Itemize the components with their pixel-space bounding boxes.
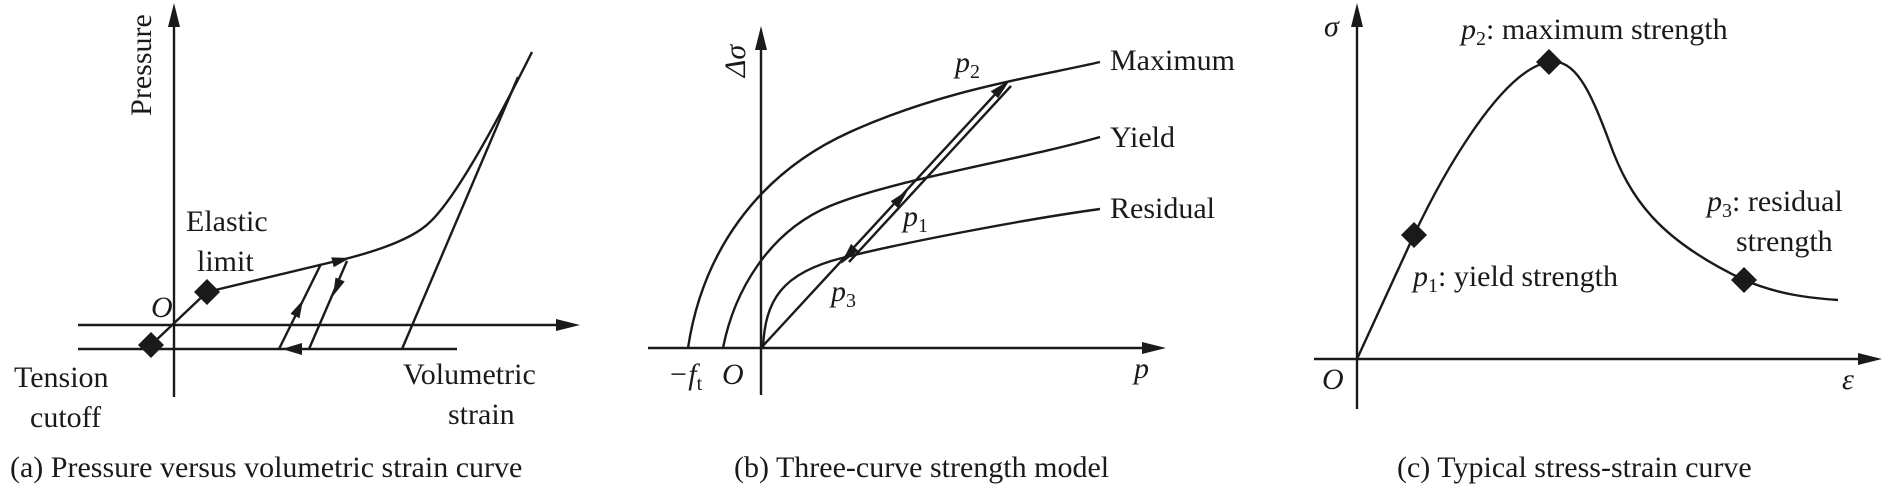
origin-label: O [151,291,173,324]
p3-label: p3: residual [1705,185,1843,222]
arrow-down-icon [333,277,345,296]
p1-label: p1: yield strength [1411,260,1618,297]
tensile-strength-label: −ft [668,358,703,395]
arrow-at-p1-icon [890,190,908,209]
p2-marker [1536,49,1562,75]
p1-symbol: p [901,200,918,233]
panel-a-pressure-volumetric-strain: Pressure O Elastic limit Tension cutoff … [10,3,580,484]
x-axis-arrow-icon [556,319,580,331]
y-axis-label: σ [1324,10,1340,43]
caption-b: (b) Three-curve strength model [734,451,1109,484]
p3-marker [1731,267,1757,293]
y-axis-arrow-icon [755,26,767,50]
p3-label-line2: strength [1736,225,1833,258]
x-axis-arrow-icon [1858,353,1882,365]
p2-label: p2 [953,46,980,83]
p2-symbol: p [1459,13,1476,46]
p2-symbol: p [953,46,970,79]
y-axis-arrow-icon [168,3,180,27]
origin-label: O [722,358,744,391]
elastic-label-line2: limit [197,245,254,278]
tension-cutoff-marker [138,332,164,358]
p2-subscript: 2 [970,61,980,83]
yield-label: Yield [1110,121,1175,154]
p3-subscript: 3 [1722,200,1732,222]
loading-path-line [760,88,1001,349]
residual-curve [761,207,1101,349]
maximum-label: Maximum [1110,44,1235,77]
tension-label-line2: cutoff [30,401,101,434]
p2-label: p2: maximum strength [1459,13,1728,50]
caption-c: (c) Typical stress-strain curve [1397,451,1752,484]
p1-marker [1401,222,1427,248]
ft-subscript: t [697,373,703,395]
elastic-segment [150,291,208,346]
y-axis-label: Pressure [125,14,158,116]
p1-subscript: 1 [918,215,928,237]
panel-c-stress-strain-curve: σ ε O p2: maximum strength p1: yield str… [1314,3,1882,484]
softening-path-line [848,85,1012,263]
caption-a: (a) Pressure versus volumetric strain cu… [10,451,522,484]
unloading-line [400,76,520,350]
x-axis-label-line1: Volumetric [403,358,536,391]
p2-subscript: 2 [1476,28,1486,50]
elastic-label-line1: Elastic [186,205,268,238]
p1-subscript: 1 [1428,275,1438,297]
origin-label: O [1322,363,1344,396]
elastic-limit-marker [194,279,220,305]
y-axis-label: Δσ [719,44,752,79]
arrow-to-p3-icon [841,243,859,264]
unload-line [307,260,349,350]
maximum-curve [686,60,1101,349]
x-axis-arrow-icon [1142,342,1166,354]
x-axis-label: p [1132,352,1149,385]
residual-label: Residual [1110,192,1215,225]
p3-description: : residual [1732,185,1843,218]
x-axis-label: ε [1842,363,1854,396]
p1-description: : yield strength [1438,260,1618,293]
p3-subscript: 3 [846,290,856,312]
arrow-up-icon [290,300,303,319]
ft-prefix: −f [668,358,700,391]
p1-symbol: p [1411,260,1428,293]
x-axis-label-line2: strain [448,398,515,431]
arrow-to-p2-icon [990,80,1010,99]
yield-curve [721,135,1101,349]
arrow-left-icon [282,343,302,355]
p2-description: : maximum strength [1486,13,1728,46]
y-axis-arrow-icon [1351,3,1363,27]
panel-b-three-curve-model: Δσ p O −ft Maximum Yield Residual p2 p1 … [648,26,1235,484]
p3-symbol: p [1705,185,1722,218]
loading-curve [206,51,534,294]
p1-label: p1 [901,200,928,237]
arrow-right-icon [331,257,350,268]
tension-label-line1: Tension [14,361,109,394]
p3-label: p3 [829,275,856,312]
p3-symbol: p [829,275,846,308]
